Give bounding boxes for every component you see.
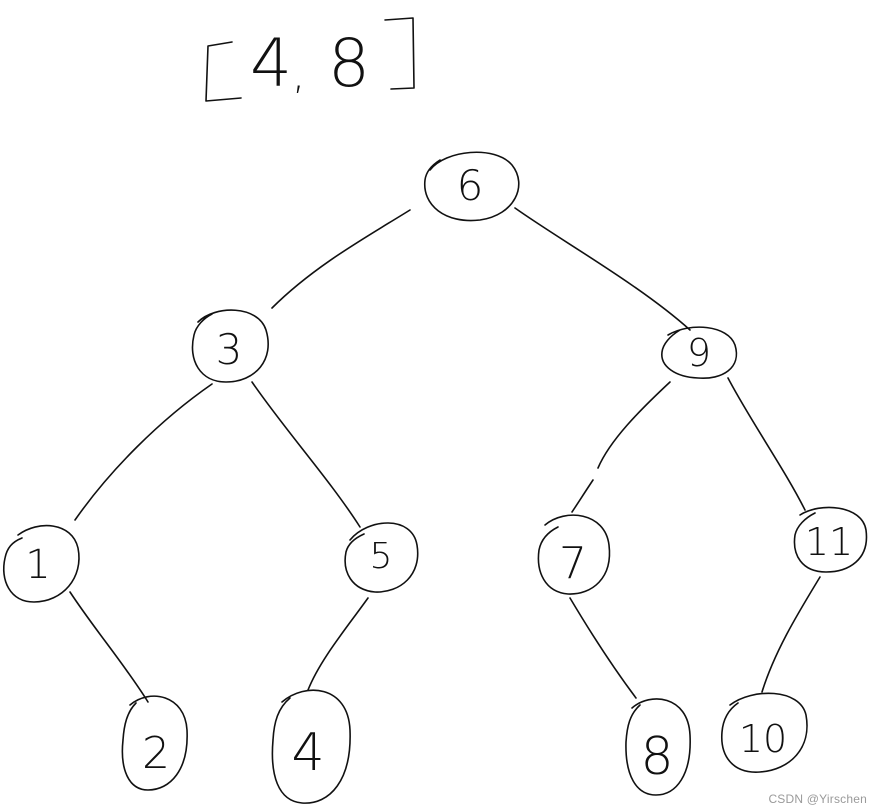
node-circle — [3, 524, 80, 603]
node-label: 1 — [25, 542, 50, 588]
node-circle — [121, 695, 188, 791]
node-circle — [625, 698, 691, 796]
node-label: 8 — [640, 727, 673, 787]
tree-node-10: 10 — [721, 692, 808, 773]
node-label: 5 — [370, 536, 393, 577]
edge-3-5 — [251, 381, 361, 528]
node-circle — [191, 309, 269, 383]
edge-11-10 — [761, 576, 821, 693]
range-label: 4 , 8 — [205, 17, 415, 102]
tree-node-9: 9 — [661, 326, 738, 379]
node-label: 11 — [805, 520, 853, 564]
tree-node-8: 8 — [625, 698, 691, 796]
edge-7-8 — [569, 597, 637, 699]
tree-node-2: 2 — [121, 695, 188, 791]
edge-3-1 — [74, 383, 213, 521]
edge-1-2 — [69, 591, 149, 703]
tree-node-1: 1 — [3, 524, 80, 603]
range-low-value: 4 — [250, 25, 292, 102]
edge-6-9 — [514, 207, 691, 331]
tree-nodes: 6 3 9 1 5 7 11 2 — [3, 151, 868, 804]
tree-edges — [69, 207, 821, 703]
range-close-bracket — [384, 17, 415, 90]
tree-node-6: 6 — [424, 151, 520, 222]
tree-node-3: 3 — [191, 309, 269, 383]
range-high-value: 8 — [328, 25, 370, 102]
node-circle — [344, 522, 419, 593]
node-label: 3 — [216, 325, 243, 374]
node-label: 4 — [291, 723, 324, 783]
node-circle — [661, 326, 738, 379]
range-separator: , — [292, 49, 305, 98]
node-circle — [424, 151, 520, 222]
node-label: 9 — [687, 331, 711, 375]
node-circle — [721, 692, 808, 773]
node-label: 6 — [457, 161, 484, 210]
watermark: CSDN @Yirschen — [768, 792, 867, 806]
tree-node-11: 11 — [793, 506, 868, 573]
node-label: 7 — [559, 538, 587, 589]
node-circle — [537, 514, 611, 595]
node-circle — [793, 506, 868, 573]
node-label: 10 — [739, 717, 787, 761]
range-open-bracket — [205, 41, 242, 102]
tree-node-4: 4 — [271, 689, 351, 804]
edge-9-7 — [571, 381, 671, 513]
tree-node-5: 5 — [344, 522, 419, 593]
tree-node-7: 7 — [537, 514, 611, 595]
node-circle — [271, 689, 351, 804]
edge-9-11 — [727, 377, 806, 511]
node-label: 2 — [142, 728, 170, 779]
edge-5-4 — [307, 597, 369, 691]
edge-6-3 — [271, 209, 411, 309]
